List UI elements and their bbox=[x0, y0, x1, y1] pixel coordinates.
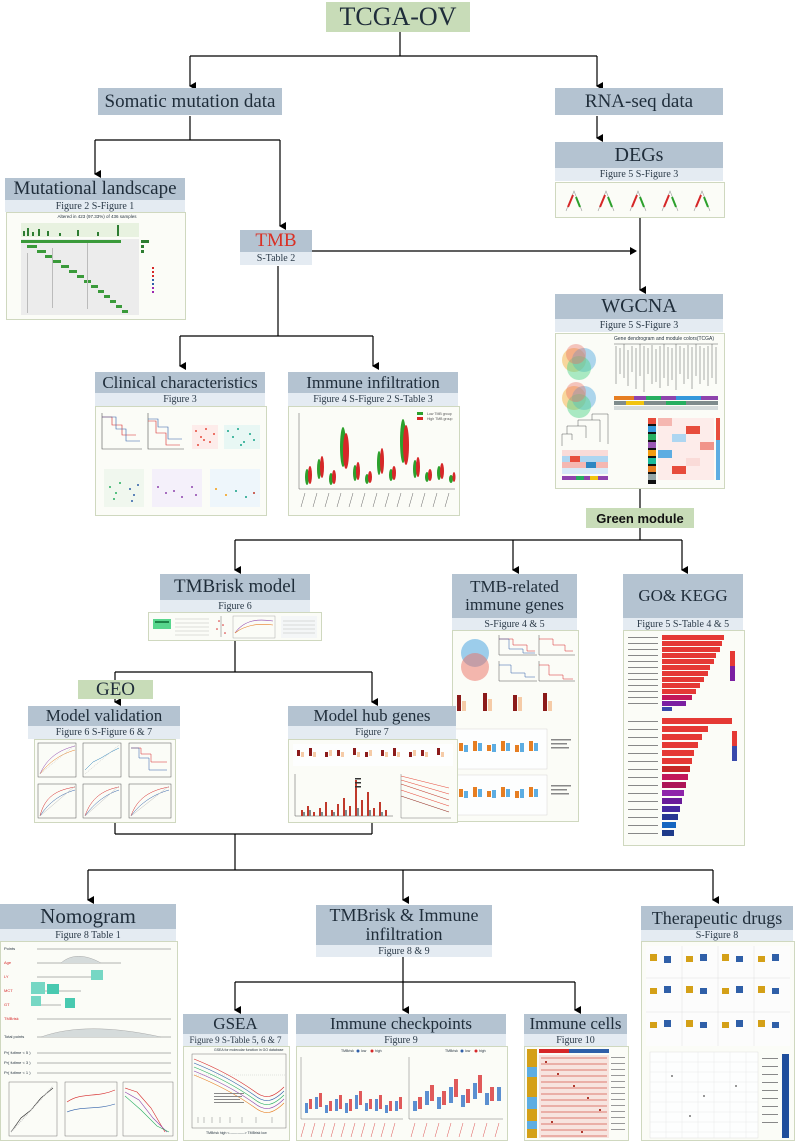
somatic-mutation-header: Somatic mutation data bbox=[98, 88, 282, 115]
immune-legend-high: High TMB group bbox=[427, 417, 453, 421]
oncoplot-graphic bbox=[21, 223, 154, 315]
immune-cells-header: Immune cells bbox=[524, 1014, 627, 1034]
checkpoint-legend-low-left: low bbox=[361, 1049, 367, 1053]
gokegg-graphic bbox=[628, 635, 737, 836]
checkpoint-legend-high-left: high bbox=[375, 1049, 382, 1053]
immune-checkpoints-sub: Figure 9 bbox=[296, 1034, 506, 1046]
degs-header: DEGs bbox=[555, 142, 723, 168]
clinical-sub: Figure 3 bbox=[95, 393, 265, 406]
rna-seq-header: RNA-seq data bbox=[555, 88, 723, 115]
wgcna-header: WGCNA bbox=[555, 294, 723, 319]
nomogram-row-pr1: Pr( futime < 1 ) bbox=[4, 1070, 31, 1075]
immune-violin-graphic bbox=[298, 412, 456, 508]
wgcna-panel: Gene dendrogram and module colors(TCGA) bbox=[555, 333, 725, 489]
immune-checkpoints-header: Immune checkpoints bbox=[296, 1014, 506, 1034]
model-validation-panel bbox=[34, 739, 176, 823]
geo-node: GEO bbox=[78, 679, 153, 700]
tmbrisk-model-header: TMBrisk model bbox=[160, 574, 310, 600]
degs-sub: Figure 5 S-Figure 3 bbox=[555, 168, 723, 181]
immune-cells-panel bbox=[524, 1046, 629, 1141]
nomogram-row-mct: MCT bbox=[4, 988, 13, 993]
checkpoint-legend-title-right: TMBrisk bbox=[445, 1049, 458, 1053]
immune-checkpoints-panel: TMBrisk low high TMBrisk low high bbox=[296, 1046, 508, 1141]
therapeutic-drugs-header: Therapeutic drugs bbox=[641, 906, 793, 930]
tmb-header: TMB bbox=[240, 230, 312, 252]
tmbrisk-immune-header: TMBrisk & Immune infiltration bbox=[316, 905, 492, 945]
therapeutic-drugs-sub: S-Figure 8 bbox=[641, 930, 793, 941]
wgcna-graphic bbox=[561, 343, 720, 484]
gsea-caption: GSEA for molecular function in GO databa… bbox=[214, 1048, 284, 1052]
model-hub-genes-header: Model hub genes bbox=[288, 706, 456, 726]
tmb-sub: S-Table 2 bbox=[240, 252, 312, 265]
tmbrisk-model-sub: Figure 6 bbox=[160, 600, 310, 612]
volcano-panel bbox=[555, 182, 725, 218]
clinical-panel bbox=[95, 406, 267, 516]
tmbrisk-model-graphic bbox=[153, 615, 317, 639]
tmbrisk-immune-sub: Figure 8 & 9 bbox=[316, 945, 492, 957]
model-validation-header: Model validation bbox=[28, 706, 180, 726]
checkpoint-legend-low-right: low bbox=[465, 1049, 471, 1053]
immune-infiltration-panel: Low TMB group High TMB group bbox=[288, 406, 460, 516]
checkpoint-legend-high-right: high bbox=[479, 1049, 486, 1053]
nomogram-row-gt: GT bbox=[4, 1002, 10, 1007]
tmb-related-graphic bbox=[454, 635, 575, 816]
checkpoint-legend-title-left: TMBrisk bbox=[341, 1049, 354, 1053]
root-node: TCGA-OV bbox=[326, 2, 470, 32]
nomogram-row-pr3: Pr( futime < 3 ) bbox=[4, 1060, 31, 1065]
nomogram-graphic bbox=[8, 948, 174, 1137]
immune-infiltration-sub: Figure 4 S-Figure 2 S-Table 3 bbox=[288, 393, 458, 406]
gokegg-sub: Figure 5 S-Table 4 & 5 bbox=[623, 618, 743, 630]
clinical-graphic bbox=[101, 413, 260, 507]
model-hub-genes-panel bbox=[288, 739, 458, 823]
tmb-related-sub: S-Figure 4 & 5 bbox=[452, 618, 577, 630]
tmb-related-header: TMB-related immune genes bbox=[452, 574, 577, 618]
gsea-sub: Figure 9 S-Table 5, 6 & 7 bbox=[183, 1034, 288, 1046]
gsea-graphic bbox=[191, 1053, 287, 1129]
immune-checkpoints-graphic bbox=[300, 1049, 503, 1138]
gokegg-panel bbox=[623, 630, 745, 846]
oncoplot-caption: Altered in 423 (97.33%) of 436 samples bbox=[57, 214, 137, 219]
mutational-landscape-sub: Figure 2 S-Figure 1 bbox=[5, 200, 185, 212]
tmb-related-panel bbox=[452, 630, 579, 822]
gokegg-header: GO& KEGG bbox=[623, 574, 743, 618]
mutational-landscape-header: Mutational landscape bbox=[5, 178, 185, 200]
gsea-axis-caption: TMBrisk high <-------------> TMBrisk low bbox=[206, 1131, 267, 1135]
model-validation-graphic bbox=[37, 742, 172, 819]
nomogram-row-ly: LY bbox=[4, 974, 9, 979]
gsea-header: GSEA bbox=[183, 1014, 288, 1034]
therapeutic-drugs-graphic bbox=[646, 946, 790, 1139]
wgcna-sub: Figure 5 S-Figure 3 bbox=[555, 319, 723, 332]
wgcna-caption: Gene dendrogram and module colors(TCGA) bbox=[614, 336, 715, 342]
green-module-node: Green module bbox=[586, 508, 694, 528]
nomogram-row-tmbrisk: TMBrisk bbox=[4, 1016, 19, 1021]
nomogram-row-pr5: Pr( futime < 5 ) bbox=[4, 1050, 31, 1055]
nomogram-panel: Points Age LY MCT GT TMBrisk Total point… bbox=[0, 941, 178, 1141]
immune-cells-heatmap bbox=[527, 1049, 625, 1138]
therapeutic-drugs-panel bbox=[641, 941, 795, 1141]
nomogram-row-total: Total points bbox=[4, 1034, 25, 1039]
immune-infiltration-header: Immune infiltration bbox=[288, 372, 458, 393]
volcano-graphic bbox=[565, 190, 711, 212]
nomogram-sub: Figure 8 Table 1 bbox=[0, 929, 176, 941]
clinical-header: Clinical characteristics bbox=[95, 372, 265, 393]
nomogram-row-points: Points bbox=[4, 946, 16, 951]
model-validation-sub: Figure 6 S-Figure 6 & 7 bbox=[28, 726, 180, 739]
model-hub-genes-sub: Figure 7 bbox=[288, 726, 456, 739]
immune-legend-low: Low TMB group bbox=[427, 412, 452, 416]
tmbrisk-model-panel bbox=[148, 612, 322, 641]
oncoplot-panel: Altered in 423 (97.33%) of 436 samples bbox=[6, 212, 186, 320]
nomogram-row-age: Age bbox=[4, 960, 12, 965]
gsea-panel: GSEA for molecular function in GO databa… bbox=[183, 1046, 290, 1141]
nomogram-header: Nomogram bbox=[0, 904, 176, 929]
model-hub-genes-graphic bbox=[293, 744, 453, 819]
immune-cells-sub: Figure 10 bbox=[524, 1034, 627, 1046]
